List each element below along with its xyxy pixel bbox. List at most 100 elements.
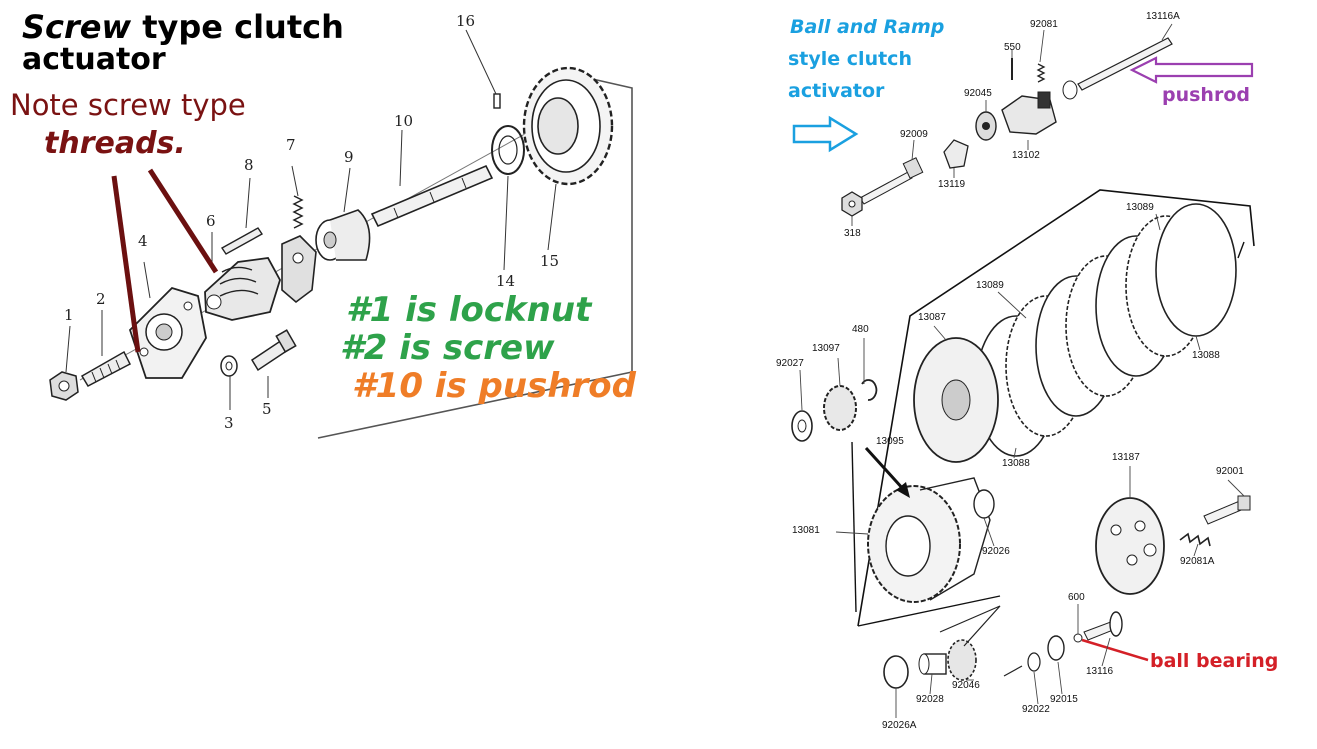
ball-ramp-title-line1: Ball and Ramp (790, 16, 945, 38)
clutch-frame (857, 189, 1255, 627)
part-13102: 13102 (1012, 150, 1040, 161)
part-600: 600 (1068, 592, 1085, 603)
washer-92022-part (1027, 652, 1041, 672)
callout-screw: #2 is screw (340, 328, 555, 368)
part-13087: 13087 (918, 312, 946, 323)
ball-pointer-line (1081, 638, 1149, 662)
actuator-lever-part (281, 235, 317, 304)
gear-part (522, 66, 614, 186)
screw-actuator-drawing (49, 29, 633, 439)
part-13088: 13088 (1002, 458, 1030, 469)
part-number-2: 2 (96, 290, 106, 308)
lever-13102-part (1001, 91, 1057, 135)
part-13116A: 13116A (1146, 11, 1180, 22)
part-13089-top: 13089 (1126, 202, 1154, 213)
screw-actuator-panel: Screw type clutch actuator Note screw ty… (0, 0, 650, 749)
part-92026A: 92026A (882, 720, 917, 731)
note-threads-word: threads. (44, 126, 186, 161)
callout-locknut: #1 is locknut (346, 290, 592, 330)
pressure-plate-13187-part (1095, 497, 1165, 595)
part-92027: 92027 (776, 358, 804, 369)
bolt-part (250, 329, 297, 372)
pushrod-13116A-part (1062, 37, 1173, 100)
screw-actuator-title: Screw type clutch (22, 10, 344, 44)
exploded-frame (317, 77, 633, 439)
title-rest: type clutch (142, 8, 344, 46)
part-13081: 13081 (792, 525, 820, 536)
clutch-hub-13087-part (913, 337, 999, 463)
bolt-92009-part (859, 157, 924, 205)
pushrod-label: pushrod (1162, 84, 1250, 106)
retaining-pin-part (493, 93, 501, 109)
part-550: 550 (1004, 42, 1021, 53)
part-92045: 92045 (964, 88, 992, 99)
part-92009: 92009 (900, 129, 928, 140)
ball-ramp-drawing (791, 23, 1255, 718)
part-number-1: 1 (64, 306, 74, 324)
circlip-480-part (861, 379, 878, 401)
ball-600-part (1073, 633, 1083, 643)
washer-92015-part (1047, 635, 1065, 661)
left-leader-lines (65, 29, 557, 410)
pushrod-13116-part (1083, 611, 1123, 641)
pin-part (220, 227, 264, 255)
lever-spring-part (292, 195, 304, 229)
part-13097: 13097 (812, 343, 840, 354)
part-number-6: 6 (206, 212, 216, 230)
part-92046: 92046 (952, 680, 980, 691)
ball-ramp-panel: Ball and Ramp style clutch activator pus… (760, 0, 1317, 749)
part-number-9: 9 (344, 148, 354, 166)
purple-arrow (1129, 56, 1254, 84)
washer-92026-part (973, 489, 995, 519)
blue-arrow (792, 115, 859, 153)
part-number-3: 3 (224, 414, 234, 432)
adjuster-part (315, 209, 371, 261)
part-13116: 13116 (1086, 666, 1114, 677)
part-92081: 92081 (1030, 19, 1058, 30)
nut-318-part (841, 191, 863, 217)
bolt-92001-part (1203, 495, 1251, 525)
part-13088-right: 13088 (1192, 350, 1220, 361)
part-13119: 13119 (938, 179, 966, 190)
part-number-4: 4 (138, 232, 148, 250)
actuator-cover-part (128, 286, 207, 379)
note-pointer-line-2 (147, 168, 219, 274)
clutch-plate-stack (975, 203, 1237, 457)
part-92001: 92001 (1216, 466, 1244, 477)
part-number-5: 5 (262, 400, 272, 418)
washer-92026A-part (883, 655, 909, 689)
ball-bearing-label: ball bearing (1150, 650, 1279, 672)
part-number-14: 14 (496, 272, 516, 290)
part-13095: 13095 (876, 436, 904, 447)
part-number-15: 15 (540, 252, 560, 270)
note-screw-threads: Note screw type (10, 88, 246, 122)
ball-ramp-title-line2: style clutch (788, 48, 912, 70)
adjusting-screw-part (80, 350, 131, 387)
part-number-8: 8 (244, 156, 254, 174)
title-screw-word: Screw (22, 8, 132, 46)
part-number-16: 16 (456, 12, 476, 30)
ball-ramp-title-line3: activator (788, 80, 885, 102)
part-480: 480 (852, 324, 869, 335)
part-92022: 92022 (1022, 704, 1050, 715)
part-92081A: 92081A (1180, 556, 1215, 567)
actuator-screw-body-part (204, 257, 281, 321)
oil-seal-part (491, 125, 525, 175)
locknut-part (49, 371, 79, 401)
washer-part (220, 355, 238, 377)
part-13187: 13187 (1112, 452, 1140, 463)
hub-pointer-arrow (864, 446, 906, 492)
spring-92081-part (1036, 63, 1046, 83)
part-13089: 13089 (976, 280, 1004, 291)
gear-13097-part (823, 385, 857, 431)
part-92026: 92026 (982, 546, 1010, 557)
needle-bearing-92046-part (947, 639, 977, 681)
part-number-10: 10 (394, 112, 414, 130)
note-pointer-line-1 (111, 175, 141, 353)
part-92028: 92028 (916, 694, 944, 705)
part-number-7: 7 (286, 136, 296, 154)
clutch-housing-13081-part (867, 477, 991, 603)
washer-92027-part (791, 410, 813, 442)
spring-92081A-part (1179, 532, 1211, 547)
screw-actuator-title-line2: actuator (22, 42, 166, 77)
